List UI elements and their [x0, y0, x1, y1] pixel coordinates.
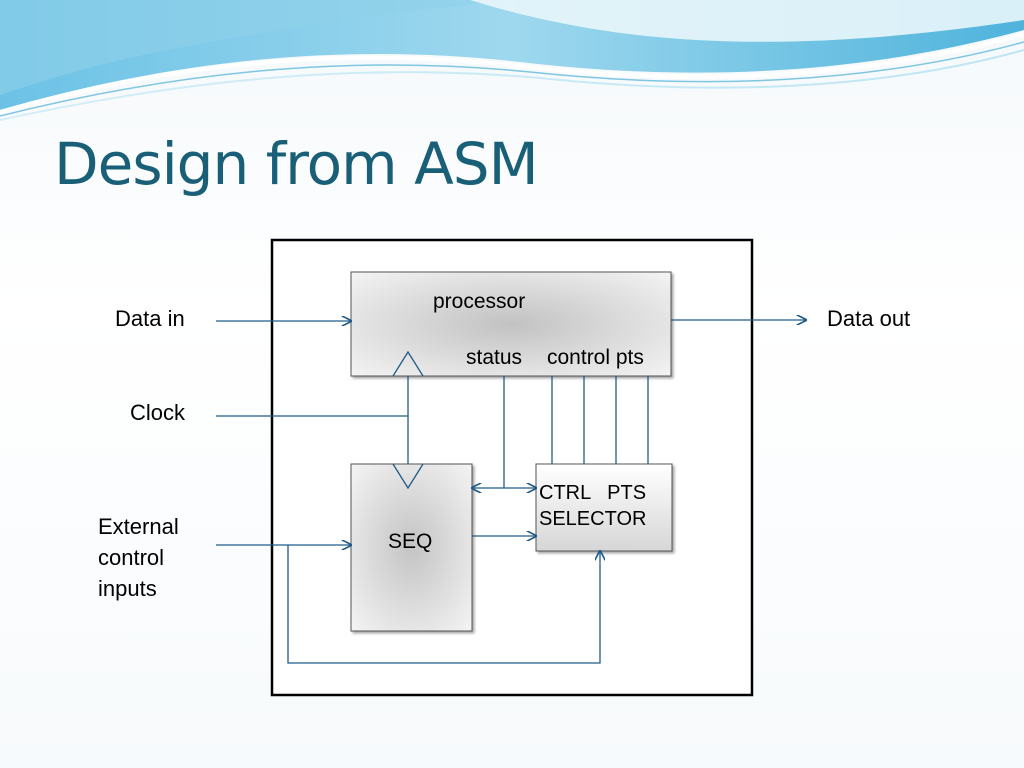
- seq-clock-triangle: [392, 463, 424, 490]
- control-pts-label: control pts: [547, 346, 644, 369]
- selector-label: SELECTOR: [539, 508, 647, 530]
- slide-title: Design from ASM: [54, 130, 539, 198]
- processor-label: processor: [433, 290, 526, 313]
- external-control-line-2: control: [98, 545, 165, 570]
- external-control-line-1: External: [98, 514, 179, 539]
- status-label: status: [466, 346, 523, 369]
- external-inputs-bypass-wire: [287, 545, 600, 664]
- clock-label: Clock: [130, 400, 186, 425]
- processor-clock-triangle: [392, 350, 424, 377]
- external-control-line-3: inputs: [98, 576, 157, 601]
- data-in-label: Data in: [115, 306, 185, 331]
- ctrl-pts-label: CTRL PTS: [539, 482, 647, 504]
- header-wave-decoration: [0, 0, 1024, 121]
- data-out-label: Data out: [827, 306, 911, 331]
- seq-label: SEQ: [388, 530, 433, 553]
- ctrl-pts-selector-block: [535, 463, 673, 552]
- external-control-inputs-label: External control inputs: [98, 511, 179, 604]
